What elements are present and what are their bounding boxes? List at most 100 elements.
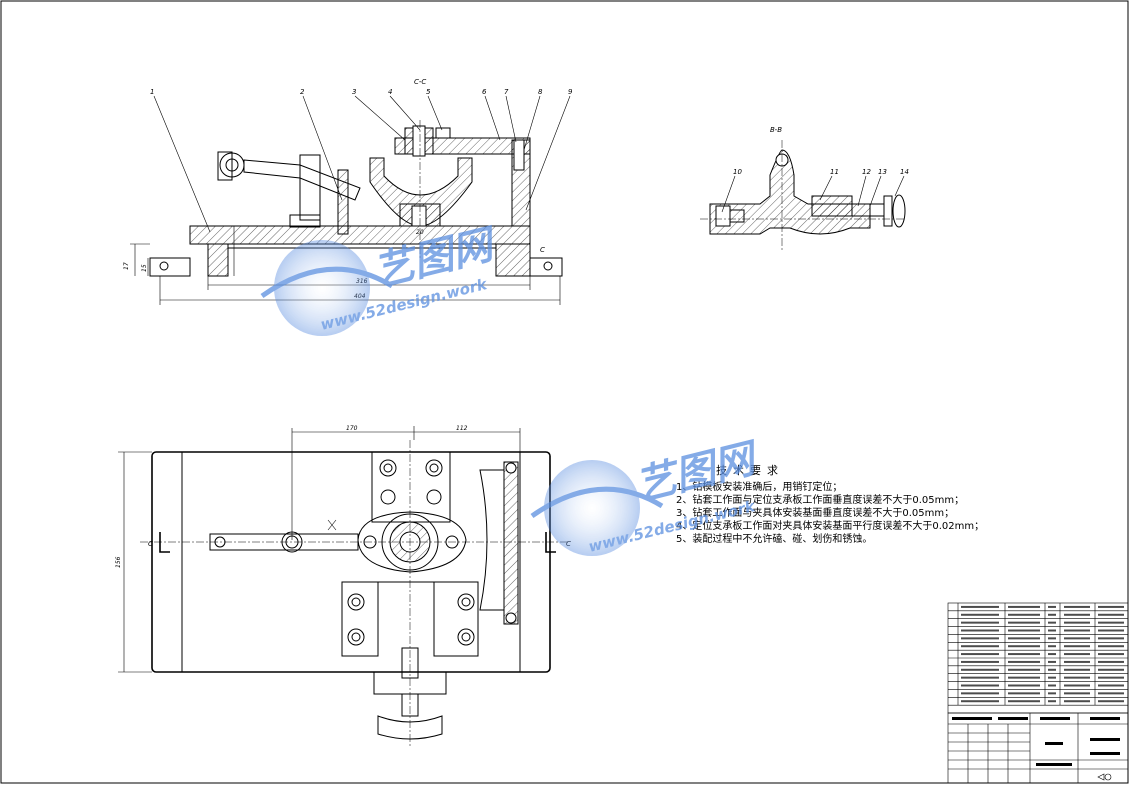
parts-list-cell-text	[1064, 645, 1090, 648]
section-label-bb: B-B	[770, 126, 782, 134]
part-label-1: 1	[150, 88, 154, 96]
dim-front-center: 20	[416, 229, 424, 236]
parts-list-cell-text	[1098, 692, 1124, 695]
leaders-front: 1 2 3 4 5 6 7 8 9	[150, 88, 573, 233]
cut-mark-right: C	[540, 246, 545, 254]
parts-list-cell-text	[1048, 621, 1056, 624]
front-section-view: C-C	[123, 78, 573, 305]
parts-list-cell-text	[961, 605, 999, 608]
parts-list-cell-text	[1098, 668, 1124, 671]
parts-list-cell-text	[961, 676, 999, 679]
parts-list-table	[947, 602, 1129, 714]
parts-list-cell-text	[1098, 637, 1124, 640]
parts-list-cell-text	[961, 629, 999, 632]
parts-list-cell-text	[961, 637, 999, 640]
parts-list-cell-text	[961, 660, 999, 663]
clamp-lever	[217, 151, 361, 235]
part-label-5: 5	[426, 88, 431, 96]
parts-list-cell-text	[1048, 676, 1056, 679]
parts-list-cell-text	[1048, 653, 1056, 656]
part-label-14: 14	[900, 168, 909, 176]
title-block	[947, 712, 1129, 784]
parts-list-cell-text	[1008, 700, 1040, 703]
parts-list-cell-text	[1048, 605, 1056, 608]
parts-list-cell-text	[1008, 653, 1040, 656]
tech-req-title: 技术要求	[716, 464, 784, 477]
tech-req-5: 5、装配过程中不允许磕、碰、划伤和锈蚀。	[676, 532, 872, 545]
dim-front-h2: 15	[141, 264, 148, 272]
plan-view: C C 170 112 156	[115, 425, 571, 748]
section-view-bb: B-B 10 11 12 13 14	[700, 126, 909, 250]
parts-list-cell-text	[1098, 684, 1124, 687]
parts-list-cell-text	[1008, 668, 1040, 671]
parts-list-cell-text	[1098, 621, 1124, 624]
part-label-6: 6	[482, 88, 487, 96]
part-label-8: 8	[538, 88, 543, 96]
parts-list-cell-text	[961, 621, 999, 624]
parts-list-cell-text	[1048, 700, 1056, 703]
leaders-section: 10 11 12 13 14	[721, 168, 909, 213]
parts-list-cell-text	[1098, 660, 1124, 663]
parts-list-cell-text	[961, 613, 999, 616]
parts-list-cell-text	[1064, 660, 1090, 663]
parts-list-cell-text	[1048, 613, 1056, 616]
parts-list-cell-text	[1064, 613, 1090, 616]
parts-list-cell-text	[1064, 700, 1090, 703]
parts-list-cell-text	[961, 653, 999, 656]
part-label-9: 9	[568, 88, 573, 96]
tech-req-1: 1、钻模板安装准确后，用销钉定位；	[676, 480, 842, 493]
parts-list-cell-text	[961, 700, 999, 703]
part-label-4: 4	[388, 88, 392, 96]
parts-list-cell-text	[1048, 660, 1056, 663]
part-label-13: 13	[878, 168, 887, 176]
dim-plan-left: 170	[346, 425, 358, 432]
parts-list-cell-text	[1098, 645, 1124, 648]
parts-list-cell-text	[1008, 660, 1040, 663]
parts-list-cell-text	[1098, 613, 1124, 616]
parts-list-cell-text	[1008, 684, 1040, 687]
parts-list-cell-text	[1064, 668, 1090, 671]
parts-list-cell-text	[1048, 637, 1056, 640]
section-label-cc: C-C	[414, 78, 426, 86]
part-label-3: 3	[352, 88, 356, 96]
parts-list-cell-text	[1008, 629, 1040, 632]
parts-list-cell-text	[1008, 605, 1040, 608]
part-label-2: 2	[300, 88, 305, 96]
parts-list-cell-text	[1008, 621, 1040, 624]
parts-list-cell-text	[1098, 653, 1124, 656]
parts-list-cell-text	[1008, 637, 1040, 640]
parts-list-cell-text	[1048, 629, 1056, 632]
tech-req-3: 3、钻套工作面与夹具体安装基面垂直度误差不大于0.05mm；	[676, 506, 954, 519]
parts-list-cell-text	[1008, 676, 1040, 679]
dim-plan-right: 112	[456, 425, 468, 432]
base-outline	[151, 451, 551, 673]
parts-list-cell-text	[1064, 621, 1090, 624]
parts-list-cell-text	[1064, 676, 1090, 679]
parts-list-cell-text	[1048, 668, 1056, 671]
parts-list-cell-text	[961, 668, 999, 671]
parts-list-cell-text	[1064, 637, 1090, 640]
tech-req-2: 2、钻套工作面与定位支承板工作面垂直度误差不大于0.05mm；	[676, 493, 964, 506]
parts-list-cell-text	[1048, 684, 1056, 687]
parts-list-cell-text	[1064, 605, 1090, 608]
part-label-11: 11	[830, 168, 839, 176]
parts-list-cell-text	[1008, 645, 1040, 648]
tech-req-4: 4、定位支承板工作面对夹具体安装基面平行度误差不大于0.02mm；	[676, 519, 984, 532]
parts-list-cell-text	[1048, 645, 1056, 648]
part-label-10: 10	[733, 168, 742, 176]
cut-mark-left: C	[148, 540, 153, 548]
parts-list-cell-text	[1064, 684, 1090, 687]
parts-list-cell-text	[1098, 629, 1124, 632]
parts-list-cell-text	[1064, 629, 1090, 632]
part-label-7: 7	[504, 88, 509, 96]
parts-list-cell-text	[1064, 653, 1090, 656]
parts-list-cell-text	[961, 692, 999, 695]
parts-list-cell-text	[961, 645, 999, 648]
parts-list-cell-text	[1098, 605, 1124, 608]
parts-list-cell-text	[1064, 692, 1090, 695]
parts-list-cell-text	[1098, 700, 1124, 703]
parts-list-cell-text	[961, 684, 999, 687]
part-label-12: 12	[862, 168, 871, 176]
parts-list-cell-text	[1098, 676, 1124, 679]
